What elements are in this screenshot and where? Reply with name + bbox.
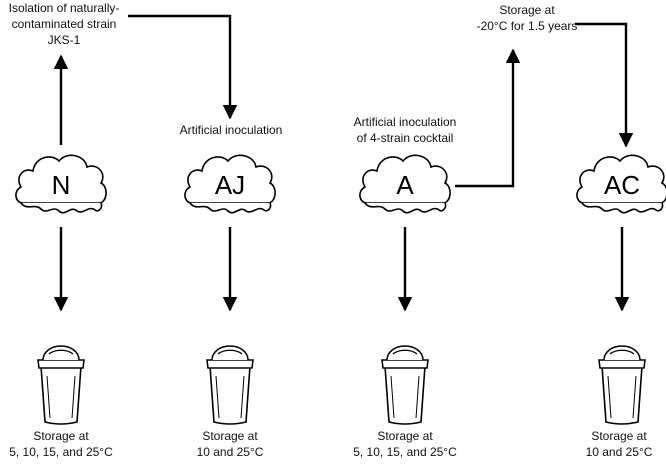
sample-label-ac: AC <box>603 170 641 200</box>
isolation-label: Isolation of naturally- contaminated str… <box>8 1 120 47</box>
arrow-a-to-storage <box>455 48 521 188</box>
ice-cream-cup-icon <box>206 345 254 425</box>
cocktail-inoculation-label: Artificial inoculation of 4-strain cockt… <box>353 115 457 145</box>
storage-label-ac: Storage at 10 and 25°C <box>585 429 653 459</box>
sample-label-n: N <box>51 170 71 200</box>
arrow-isolation-to-aj <box>128 14 238 120</box>
sample-label-aj: AJ <box>214 170 246 200</box>
ice-cream-cup-icon <box>381 345 429 425</box>
sample-label-a: A <box>396 170 414 200</box>
storage-label-a: Storage at 5, 10, 15, and 25°C <box>353 429 457 459</box>
storage-label-aj: Storage at 10 and 25°C <box>196 429 264 459</box>
artificial-inoculation-label: Artificial inoculation <box>179 123 283 137</box>
cup-ac <box>598 345 646 425</box>
storage-label-n: Storage at 5, 10, 15, and 25°C <box>9 429 113 459</box>
frozen-storage-label: Storage at -20°C for 1.5 years <box>476 3 578 33</box>
arrow-storage-to-ac <box>575 22 634 148</box>
cup-aj <box>206 345 254 425</box>
cup-a <box>381 345 429 425</box>
cup-n <box>37 345 85 425</box>
ice-cream-cup-icon <box>598 345 646 425</box>
ice-cream-cup-icon <box>37 345 85 425</box>
